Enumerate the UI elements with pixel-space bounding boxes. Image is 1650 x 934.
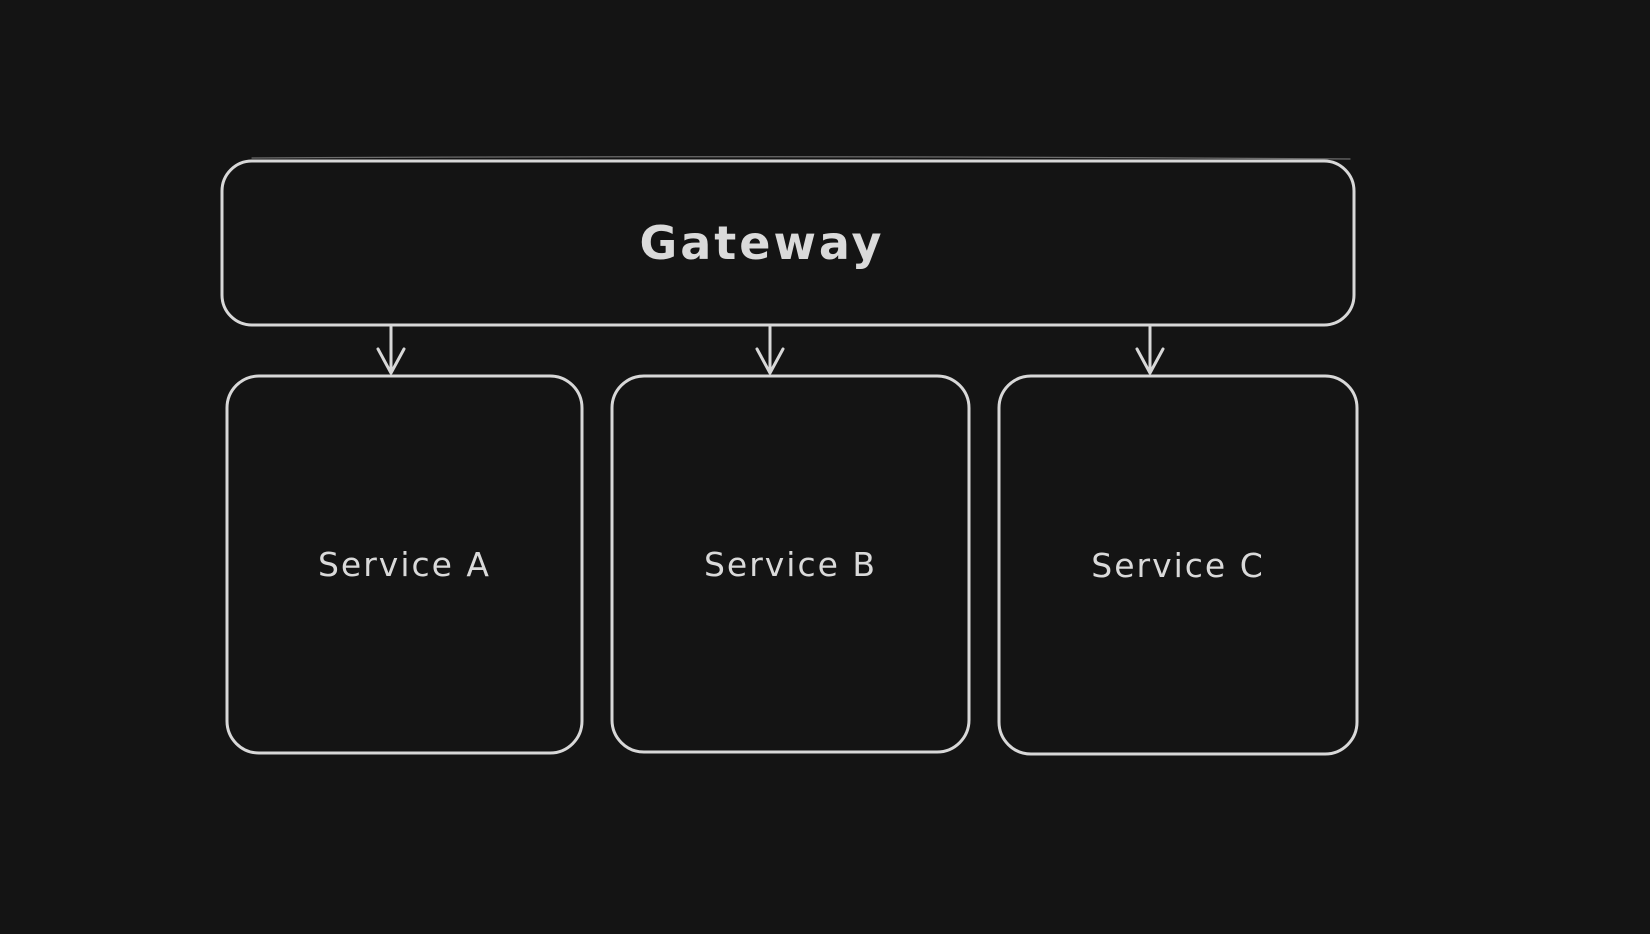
arrow-gateway-to-service-b[interactable] [755,325,785,375]
arrow-head-icon [376,347,406,375]
arrow-gateway-to-service-a[interactable] [376,325,406,375]
service-a-node-box[interactable] [225,374,584,755]
service-c-node-box[interactable] [997,374,1359,756]
arrow-head-icon [755,347,785,375]
arrow-gateway-to-service-c[interactable] [1135,325,1165,375]
service-b-node-box[interactable] [610,374,971,754]
gateway-node-box[interactable] [220,159,1356,327]
arrow-head-icon [1135,347,1165,375]
gateway-box-sketch-stroke [251,156,1351,160]
